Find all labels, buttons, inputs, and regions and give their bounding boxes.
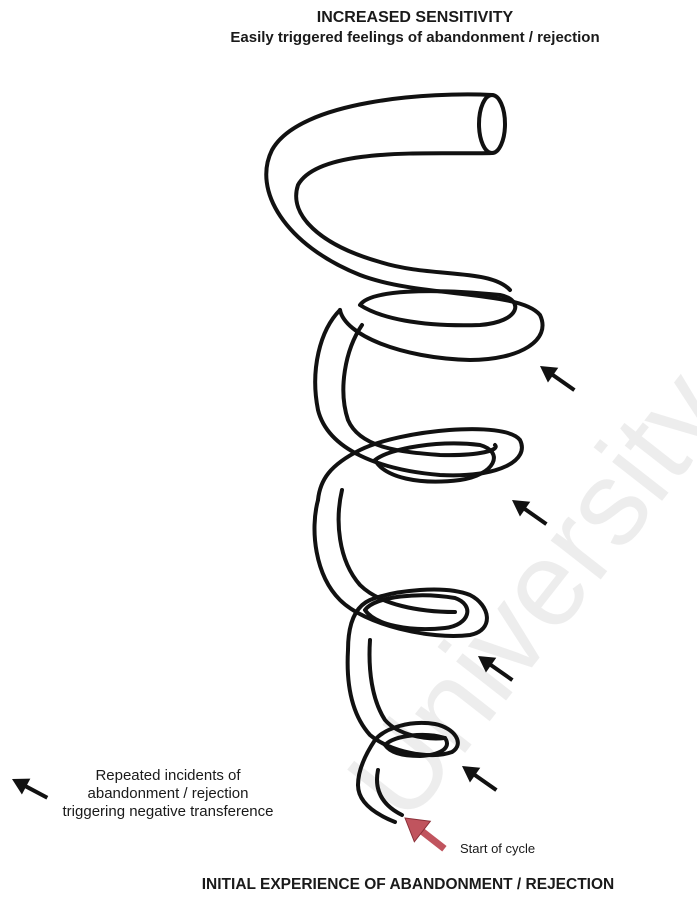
spiral-loop-1-inner [296,153,510,290]
start-label: Start of cycle [460,841,535,856]
bottom-heading: INITIAL EXPERIENCE OF ABANDONMENT / REJE… [118,876,697,894]
spiral-loop-4-outer [348,650,458,785]
heading-title: INCREASED SENSITIVITY [150,8,680,28]
tube-opening [479,95,505,153]
spiral-tail-inner [377,770,402,815]
heading-subtitle: Easily triggered feelings of abandonment… [150,28,680,48]
spiral-loop-2-inner [343,325,495,455]
incident-arrow-icon [457,759,502,798]
legend-line-2: abandonment / rejection [18,785,318,803]
legend-text: Repeated incidents of abandonment / reje… [18,767,318,821]
incident-arrow-icon [535,359,580,398]
start-arrow-icon [397,808,452,859]
incident-arrow-icon [473,649,518,688]
incident-arrow-icon [507,493,552,532]
legend-line-3: triggering negative transference [18,803,318,821]
top-heading: INCREASED SENSITIVITY Easily triggered f… [150,8,680,48]
legend-line-1: Repeated incidents of [18,767,318,785]
